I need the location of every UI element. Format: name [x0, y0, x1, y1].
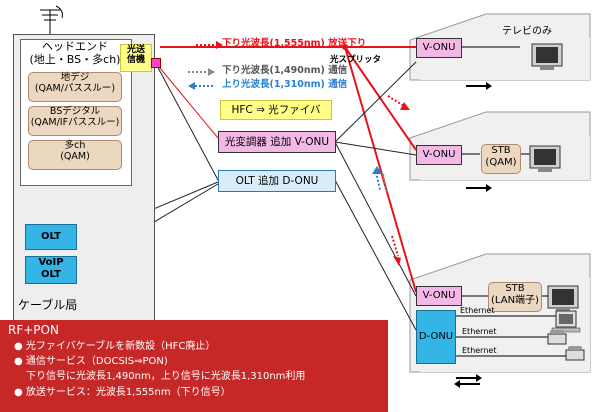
fiber-arrows	[372, 95, 410, 266]
antenna-icon	[40, 5, 63, 34]
up-comm-label: 上り光波長(1,310nm) 通信	[222, 79, 348, 90]
house3-stb: STB (LAN端子)	[488, 282, 542, 312]
ethernet-label-3: Ethernet	[462, 346, 497, 355]
phone-icon-2	[565, 346, 585, 361]
red-dotted-arrow	[196, 41, 223, 49]
voip-olt-box: VoIP OLT	[25, 256, 77, 284]
direction-arrows	[454, 82, 492, 388]
tv-icon-1	[531, 43, 563, 70]
phone-icon	[547, 330, 567, 345]
ethernet-label-1: Ethernet	[460, 306, 495, 315]
pc-icon	[551, 310, 581, 333]
olt-add-box: OLT 追加 D-ONU	[218, 170, 336, 192]
modulator-box: 光変調器 追加 V-ONU	[218, 131, 336, 153]
summary-line-1: ● 光ファイバケーブルを新数設（HFC廃止）	[14, 341, 216, 352]
splitter-label: 光スプリッタ	[330, 55, 382, 65]
multi-ch-box: 多ch (QAM)	[28, 140, 122, 170]
summary-title: RF+PON	[8, 323, 59, 337]
house3-donu: D-ONU	[416, 310, 456, 364]
down-comm-label: 下り光波長(1,490nm) 通信	[222, 65, 348, 76]
tv-icon-2	[529, 145, 561, 172]
hfc-to-fiber-box: HFC ⇒ 光ファイバ	[220, 100, 332, 120]
summary-box	[0, 320, 388, 412]
down-broadcast-label: 下り光波長(1,555nm) 放送下り	[222, 38, 367, 49]
tv-icon-3	[547, 285, 579, 312]
ethernet-label-2: Ethernet	[462, 327, 497, 336]
blue-dotted-arrow	[188, 82, 215, 90]
summary-line-4: ● 放送サービス：光波長1,555nm（下り信号）	[14, 387, 231, 398]
house2-vonu: V-ONU	[416, 145, 462, 165]
house2-stb: STB (QAM)	[481, 144, 521, 174]
station-label: ケーブル局	[18, 298, 78, 312]
house3-vonu: V-ONU	[416, 286, 462, 306]
summary-line-3: 下り信号に光波長1,490nm，上り信号に光波長1,310nm利用	[26, 371, 306, 382]
terrestrial-box: 地デジ (QAM/パススルー)	[28, 72, 122, 102]
house1-tv-label: テレビのみ	[502, 26, 552, 37]
olt-box: OLT	[25, 224, 77, 250]
house1-vonu: V-ONU	[416, 38, 462, 58]
summary-line-2: ● 通信サービス（DOCSIS⇒PON)	[14, 356, 168, 367]
headend-title: ヘッドエンド (地上・BS・多ch)	[29, 40, 121, 66]
gray-dotted-arrow	[188, 68, 215, 76]
transmitter-port	[151, 58, 161, 68]
bs-digital-box: BSデジタル (QAM/IFパススルー)	[28, 106, 122, 136]
optical-transmitter: 光送 信機	[120, 44, 152, 72]
